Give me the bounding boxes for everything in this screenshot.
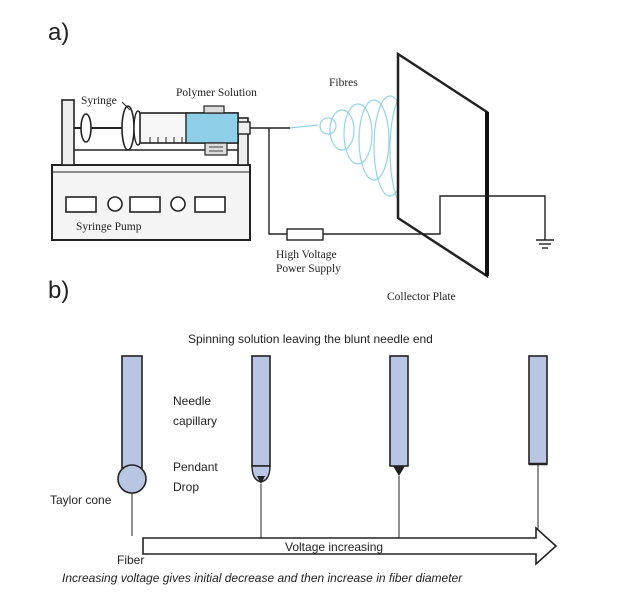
pump-display-left (65, 196, 97, 213)
fiber-label: Fiber (117, 553, 144, 567)
pump-knob-2 (170, 196, 186, 212)
collector-plate (396, 51, 489, 279)
syringe-barrel (139, 105, 290, 156)
circuit-wiring (268, 128, 546, 240)
collector-plate-label: Collector Plate (387, 291, 456, 303)
ground-icon (536, 239, 554, 249)
syringe-pump: Syringe Pump (51, 164, 251, 241)
needle-capillary-label-2: capillary (173, 414, 217, 428)
voltage-arrow (142, 526, 558, 566)
polymer-solution-label: Polymer Solution (176, 87, 257, 99)
needle-4 (528, 355, 548, 536)
needle-3 (389, 355, 409, 540)
pump-knob-1 (107, 196, 123, 212)
fibres-label: Fibres (329, 77, 358, 89)
polymer-solution-fill (185, 112, 239, 144)
panel-b: b) Spinning solution leaving the blunt n… (48, 277, 558, 585)
needle-capillary-label-1: Needle (173, 394, 211, 408)
panel-a-label: a) (48, 19, 69, 46)
panel-b-title: Spinning solution leaving the blunt need… (188, 332, 433, 346)
syringe-label: Syringe (81, 95, 117, 107)
power-supply-label-1: High Voltage (276, 249, 337, 261)
syringe-pump-label: Syringe Pump (76, 221, 142, 233)
pump-display-right (194, 196, 226, 213)
pump-display-middle (129, 196, 161, 213)
voltage-arrow-label: Voltage increasing (285, 540, 383, 554)
power-supply-label-2: Power Supply (276, 263, 341, 275)
panel-b-label: b) (48, 277, 69, 304)
pendant-drop-label-1: Pendant (173, 460, 218, 474)
needle-2 (251, 355, 271, 540)
syringe-plunger (74, 105, 143, 151)
pendant-drop-label-2: Drop (173, 480, 199, 494)
needle-1 (117, 355, 147, 536)
taylor-cone-drop (117, 464, 147, 494)
power-supply-box (286, 228, 324, 241)
taylor-cone-label: Taylor cone (50, 493, 112, 507)
panel-a: a) Syringe Pump (48, 19, 554, 303)
panel-b-caption: Increasing voltage gives initial decreas… (62, 571, 463, 585)
